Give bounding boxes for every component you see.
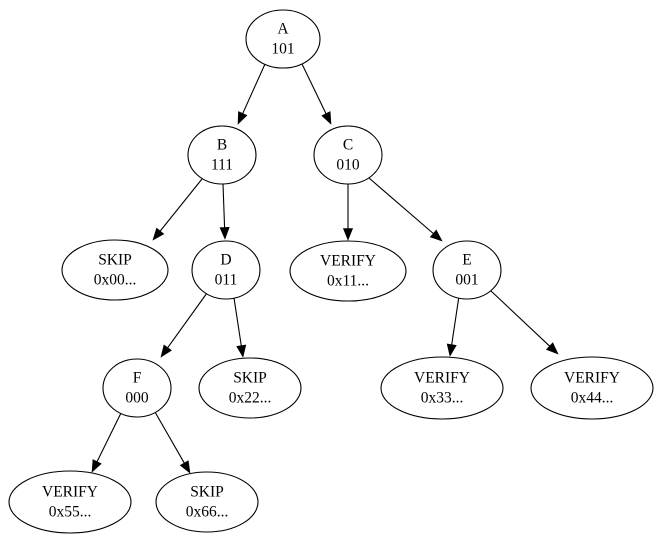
node-label-secondary: 0x11... (327, 273, 369, 290)
edge-line (490, 290, 552, 349)
graph-node-verify-33[interactable]: VERIFY 0x33... (380, 356, 504, 420)
edge-arrowhead (446, 343, 457, 357)
node-label-primary: SKIP (190, 484, 224, 501)
node-layer: A101B111C010SKIP0x00...D011VERIFY0x11...… (8, 9, 654, 534)
node-circle[interactable] (432, 240, 502, 300)
edge-arrowhead (342, 228, 354, 241)
graph-edge (219, 183, 230, 240)
graph-edge (490, 290, 559, 355)
edge-arrowhead (160, 344, 172, 358)
graph-edge (160, 292, 208, 358)
graph-edge (233, 297, 247, 358)
graph-node-verify-44[interactable]: VERIFY 0x44... (530, 356, 654, 420)
node-label-primary: E (462, 252, 471, 269)
edge-layer (91, 63, 559, 474)
graph-edge (237, 63, 266, 125)
node-label-secondary: 011 (215, 272, 238, 289)
node-label-primary: VERIFY (42, 484, 98, 501)
edge-arrowhead (545, 342, 559, 355)
edge-arrowhead (236, 344, 247, 358)
edge-line (450, 295, 460, 348)
graph-edge (301, 63, 332, 125)
node-label-secondary: 101 (271, 41, 294, 58)
node-circle[interactable] (245, 9, 321, 69)
edge-line (241, 63, 266, 117)
graph-node-e[interactable]: E 001 (432, 240, 502, 300)
graph-edge (342, 184, 354, 241)
node-label-primary: SKIP (98, 252, 132, 269)
node-circle[interactable] (102, 358, 172, 418)
graph-edge (368, 177, 443, 242)
graph-node-skip-22[interactable]: SKIP 0x22... (198, 357, 302, 419)
graph-edge (152, 178, 203, 241)
node-ellipse[interactable] (289, 240, 407, 302)
edge-arrowhead (152, 227, 165, 241)
edge-line (165, 292, 208, 351)
edge-arrowhead (91, 459, 102, 473)
node-label-secondary: 000 (125, 390, 149, 407)
edge-arrowhead (321, 111, 332, 125)
node-label-primary: VERIFY (320, 253, 376, 270)
node-label-secondary: 0x33... (421, 390, 464, 407)
node-label-primary: VERIFY (414, 370, 470, 387)
node-label-primary: SKIP (233, 370, 267, 387)
node-ellipse[interactable] (198, 357, 302, 419)
edge-line (154, 411, 186, 466)
edge-line (158, 178, 203, 234)
graph-node-f[interactable]: F 000 (102, 358, 172, 418)
edge-arrowhead (237, 111, 248, 125)
edge-arrowhead (429, 229, 443, 242)
node-label-primary: VERIFY (564, 370, 620, 387)
graph-node-a[interactable]: A 101 (245, 9, 321, 69)
node-label-primary: D (220, 252, 231, 269)
node-label-secondary: 0x00... (94, 272, 137, 289)
node-label-secondary: 0x55... (49, 504, 92, 521)
graph-edge (154, 411, 191, 474)
node-ellipse[interactable] (61, 239, 169, 301)
node-circle[interactable] (191, 240, 261, 300)
node-label-secondary: 001 (455, 272, 478, 289)
node-ellipse[interactable] (530, 356, 654, 420)
node-ellipse[interactable] (380, 356, 504, 420)
node-ellipse[interactable] (155, 471, 259, 533)
edge-line (301, 63, 328, 117)
node-label-secondary: 0x66... (186, 504, 229, 521)
node-circle[interactable] (187, 125, 257, 185)
node-ellipse[interactable] (8, 470, 132, 534)
node-label-secondary: 010 (336, 157, 360, 174)
edge-line (95, 412, 122, 465)
graph-node-verify-11[interactable]: VERIFY 0x11... (289, 240, 407, 302)
edge-arrowhead (219, 227, 230, 240)
node-label-secondary: 111 (211, 157, 233, 174)
graph-node-skip-66[interactable]: SKIP 0x66... (155, 471, 259, 533)
edge-line (233, 297, 243, 349)
node-label-primary: C (343, 137, 353, 154)
node-label-primary: A (277, 21, 289, 38)
node-label-primary: F (133, 370, 142, 387)
graph-node-c[interactable]: C 010 (313, 125, 383, 185)
edge-line (368, 177, 436, 236)
graph-node-b[interactable]: B 111 (187, 125, 257, 185)
graph-edge (91, 412, 122, 473)
edge-line (222, 183, 226, 231)
graph-node-d[interactable]: D 011 (191, 240, 261, 300)
edge-arrowhead (179, 460, 191, 474)
node-label-primary: B (217, 137, 227, 154)
graph-edge (446, 295, 460, 357)
graph-node-skip-00[interactable]: SKIP 0x00... (61, 239, 169, 301)
node-label-secondary: 0x22... (229, 390, 272, 407)
node-circle[interactable] (313, 125, 383, 185)
node-label-secondary: 0x44... (571, 390, 614, 407)
graph-node-verify-55[interactable]: VERIFY 0x55... (8, 470, 132, 534)
